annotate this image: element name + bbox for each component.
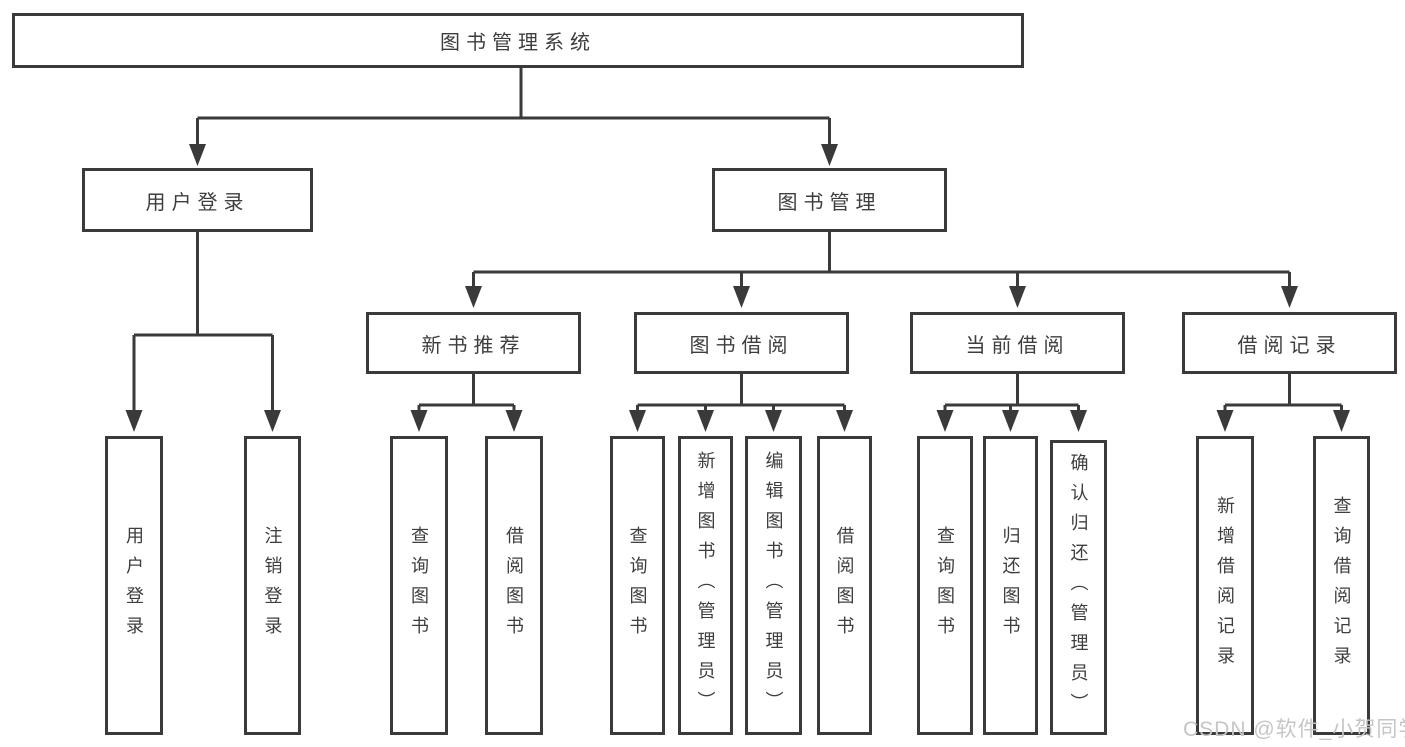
leaf-return-books: 归还图书	[983, 436, 1038, 735]
connector-book-borrow-to-leaves	[629, 374, 853, 432]
arrowhead	[1070, 410, 1087, 432]
leaf-logout: 注销登录	[244, 436, 301, 735]
node-borrow-records: 借阅记录	[1182, 312, 1397, 374]
leaf-query-books-current: 查询图书	[917, 436, 973, 735]
arrowhead	[765, 410, 782, 432]
connector-user-login-to-leaves	[125, 232, 281, 432]
connector-root-to-level2	[189, 68, 838, 166]
leaf-add-books-admin: 新增图书（管理员）	[678, 436, 733, 735]
connector-borrow-records-to-leaves	[1216, 374, 1350, 432]
arrowhead	[836, 410, 853, 432]
leaf-add-borrow-record: 新增借阅记录	[1196, 436, 1254, 735]
leaf-query-borrow-record: 查询借阅记录	[1313, 436, 1370, 735]
leaf-user-login: 用户登录	[105, 436, 163, 735]
leaf-confirm-return-admin: 确认归还（管理员）	[1050, 440, 1107, 735]
arrowhead	[629, 410, 646, 432]
arrowhead	[189, 144, 206, 166]
arrowhead	[821, 144, 838, 166]
arrowhead	[125, 410, 143, 432]
arrowhead	[1333, 410, 1350, 432]
arrowhead	[505, 410, 523, 432]
leaf-borrow-books-recommend: 借阅图书	[485, 436, 543, 735]
leaf-query-books-borrow: 查询图书	[610, 436, 665, 735]
arrowhead	[465, 286, 482, 308]
leaf-edit-books-admin: 编辑图书（管理员）	[745, 436, 802, 735]
connector-book-management-to-level3	[465, 232, 1298, 308]
arrowhead	[1281, 286, 1298, 308]
node-new-book-recommend: 新书推荐	[366, 312, 581, 374]
arrowhead	[1009, 286, 1026, 308]
arrowhead	[264, 410, 281, 432]
node-user-login: 用户登录	[82, 168, 313, 232]
connector-current-borrow-to-leaves	[936, 374, 1087, 432]
leaf-query-books-recommend: 查询图书	[390, 436, 448, 735]
arrowhead	[1216, 410, 1234, 432]
node-book-borrow: 图书借阅	[634, 312, 849, 374]
node-book-management: 图书管理	[712, 168, 947, 232]
arrowhead	[1002, 410, 1019, 432]
arrowhead	[410, 410, 428, 432]
node-current-borrow: 当前借阅	[910, 312, 1125, 374]
connector-new-books-to-leaves	[410, 374, 523, 432]
arrowhead	[733, 286, 750, 308]
arrowhead	[936, 410, 954, 432]
leaf-borrow-books: 借阅图书	[817, 436, 872, 735]
node-root-library-system: 图书管理系统	[12, 13, 1024, 68]
csdn-watermark: CSDN @软件_小贺同学	[1183, 718, 1405, 741]
arrowhead	[697, 410, 714, 432]
